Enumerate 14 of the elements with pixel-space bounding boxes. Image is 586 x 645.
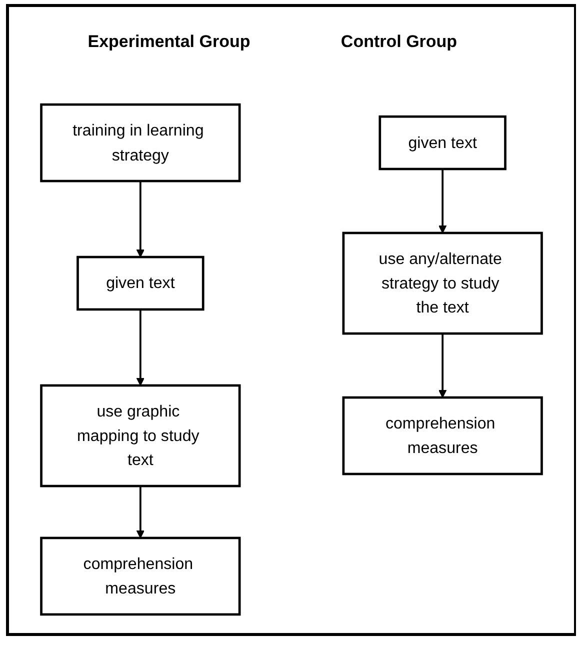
column-heading: Control Group xyxy=(340,31,458,53)
arrow xyxy=(136,486,145,538)
arrow xyxy=(438,334,447,398)
node-box: use any/alternate strategy to study the text xyxy=(342,232,543,335)
node-box: given text xyxy=(378,115,506,170)
node-box: comprehension measures xyxy=(342,396,543,476)
arrow xyxy=(136,309,145,386)
node-box: comprehension measures xyxy=(40,536,241,616)
node-box: use graphic mapping to study text xyxy=(40,384,241,488)
arrow xyxy=(438,169,447,234)
node-box: given text xyxy=(76,256,204,311)
arrow xyxy=(136,181,145,258)
column-heading: Experimental Group xyxy=(86,31,252,53)
node-box: training in learning strategy xyxy=(40,103,241,182)
